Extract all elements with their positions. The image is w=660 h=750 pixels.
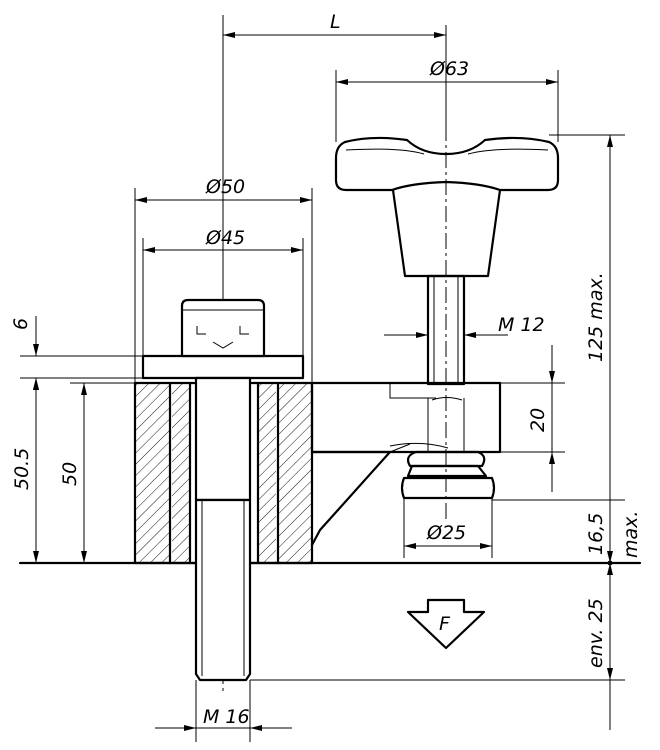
dim-clamp-height: 20	[500, 345, 565, 492]
force-arrow: F	[406, 598, 486, 650]
dim-knob-diameter: Ø63	[335, 58, 559, 142]
pad-offset-max-label: max.	[620, 511, 642, 558]
dim-outer-diameter: Ø50	[134, 176, 313, 383]
pad-offset-value-label: 16,5	[585, 513, 607, 555]
base-height-outer-label: 50.5	[11, 448, 33, 490]
datum-dot	[607, 560, 613, 566]
dim-thread-knob: M 12	[384, 314, 545, 338]
screw	[141, 298, 305, 682]
dim-pad-diameter: Ø25	[403, 498, 493, 558]
dim-length: L	[222, 11, 447, 290]
dim-washer-thickness: 6	[10, 316, 143, 398]
force-label: F	[439, 613, 451, 635]
dim-total-height: 125 max.	[549, 134, 625, 563]
dim-thread-stud: M 16	[155, 680, 292, 742]
outer-diameter-label: Ø50	[205, 176, 245, 198]
stud-length-label: env. 25	[585, 598, 607, 668]
star-knob	[334, 136, 560, 278]
clamp-height-label: 20	[527, 408, 549, 432]
total-height-label: 125 max.	[585, 272, 607, 362]
dim-stud-length: env. 25	[250, 560, 625, 730]
length-label: L	[330, 11, 341, 33]
pressure-pad	[400, 450, 496, 500]
inner-diameter-label: Ø45	[205, 227, 245, 249]
washer-thickness-label: 6	[10, 318, 32, 330]
thread-stud-label: M 16	[203, 706, 250, 728]
center-lines	[222, 125, 447, 695]
thread-knob-label: M 12	[498, 314, 545, 336]
dim-inner-diameter: Ø45	[142, 227, 304, 356]
clamp-arm	[310, 381, 502, 547]
pad-diameter-label: Ø25	[426, 522, 466, 544]
dim-base-height: 50.5 50	[11, 378, 135, 563]
dim-pad-offset: 16,5 max.	[492, 499, 642, 563]
knob-diameter-label: Ø63	[429, 58, 469, 80]
base-height-inner-label: 50	[59, 462, 81, 486]
